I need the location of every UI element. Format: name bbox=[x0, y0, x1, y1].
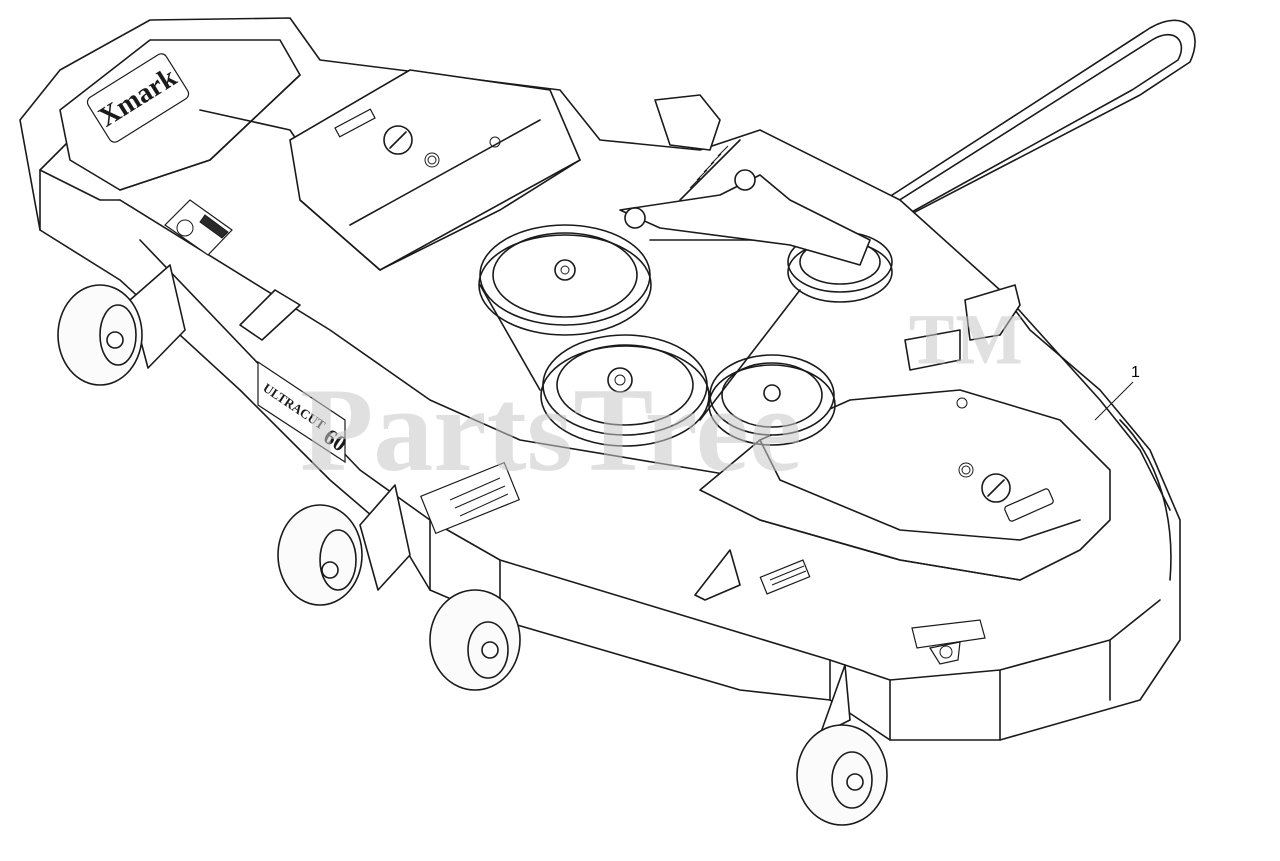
instruction-decal bbox=[420, 461, 520, 535]
wheel-front-center bbox=[429, 589, 521, 691]
center-pulley-cover bbox=[289, 69, 581, 271]
callout-1: 1 bbox=[1094, 364, 1140, 421]
callout-number: 1 bbox=[1131, 364, 1140, 381]
wheel-front-right bbox=[796, 724, 888, 826]
pulley-center bbox=[540, 334, 710, 447]
warning-decal-left bbox=[164, 199, 233, 256]
idler-arm bbox=[619, 139, 871, 266]
watermark-text: PartsTree bbox=[300, 363, 802, 496]
watermark-trademark: ™ bbox=[905, 288, 1025, 421]
brand-badge-icon bbox=[911, 619, 986, 665]
pulley-right-front bbox=[708, 354, 836, 446]
drive-belt bbox=[834, 19, 1196, 239]
pulley-left bbox=[478, 224, 652, 336]
pulleys bbox=[478, 224, 893, 447]
left-end-cover: Xmark bbox=[59, 39, 311, 191]
wheel-front-left bbox=[277, 504, 363, 606]
small-decal-skirt bbox=[759, 559, 811, 595]
wheels bbox=[57, 284, 888, 826]
wheel-icon bbox=[57, 284, 143, 386]
watermark: PartsTree ™ bbox=[300, 288, 1025, 496]
brackets bbox=[129, 94, 1021, 736]
right-pulley-cover bbox=[699, 389, 1111, 581]
